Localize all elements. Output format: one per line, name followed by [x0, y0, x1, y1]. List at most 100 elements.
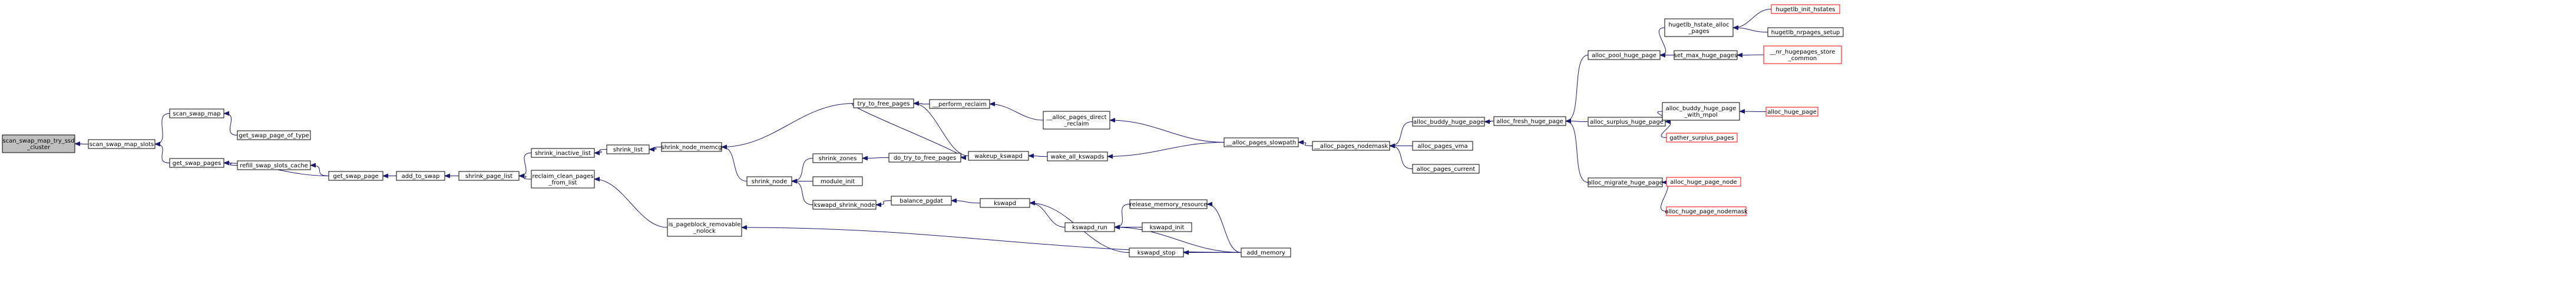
function-node---alloc-pages-slowpath[interactable]: __alloc_pages_slowpath: [1223, 137, 1299, 147]
function-node---nr-hugepages-store-common[interactable]: __nr_hugepages_store_common: [1763, 45, 1842, 64]
node-box: [812, 153, 863, 163]
function-node-hugetlb-init-hstates[interactable]: hugetlb_init_hstates: [1771, 4, 1840, 14]
node-label: gather_surplus_pages: [1669, 135, 1734, 141]
node-box: [891, 196, 952, 206]
function-node-balance-pgdat[interactable]: balance_pgdat: [891, 196, 952, 206]
function-node-shrink-inactive-list[interactable]: shrink_inactive_list: [531, 148, 595, 158]
function-node-module-init[interactable]: module_init: [812, 176, 863, 186]
node-box: [1666, 133, 1738, 143]
node-label-line: kswapd_stop: [1137, 250, 1176, 256]
node-box: [1412, 164, 1480, 174]
function-node-get-swap-page-of-type[interactable]: get_swap_page_of_type: [237, 130, 311, 140]
function-node-wakeup-kswapd[interactable]: wakeup_kswapd: [968, 151, 1029, 161]
node-label: get_swap_page: [333, 173, 378, 180]
function-node-wake-all-kswapds[interactable]: wake_all_kswapds: [1047, 151, 1108, 161]
edges-layer: [74, 9, 1772, 255]
function-node-kswapd-init[interactable]: kswapd_init: [1142, 222, 1192, 232]
node-label: __alloc_pages_direct_reclaim: [1046, 114, 1106, 127]
edge-line: [594, 149, 607, 156]
node-box: [968, 151, 1029, 161]
function-node---alloc-pages-direct-reclaim[interactable]: __alloc_pages_direct_reclaim: [1043, 111, 1110, 130]
node-box: [237, 160, 311, 170]
node-box: [1674, 50, 1738, 60]
call-edge: [223, 111, 238, 136]
edge-line: [310, 163, 329, 176]
function-node-get-swap-pages[interactable]: get_swap_pages: [169, 158, 224, 168]
function-node-kswapd-shrink-node[interactable]: kswapd_shrink_node: [812, 200, 877, 210]
function-node---perform-reclaim[interactable]: __perform_reclaim: [929, 99, 990, 109]
function-node-alloc-pages-current[interactable]: alloc_pages_current: [1412, 164, 1480, 174]
function-node-reclaim-clean-pages-from-list[interactable]: reclaim_clean_pages_from_list: [531, 170, 595, 189]
function-node-hugetlb-nrpages-setup[interactable]: hugetlb_nrpages_setup: [1767, 27, 1844, 37]
node-label: shrink_node: [752, 179, 788, 185]
edge-line: [791, 158, 814, 184]
function-node-kswapd-stop[interactable]: kswapd_stop: [1129, 247, 1184, 258]
function-node-scan-swap-map-slots[interactable]: scan_swap_map_slots: [88, 139, 156, 149]
node-label-line: reclaim_clean_pages: [532, 173, 593, 180]
node-label-line: __alloc_pages_slowpath: [1226, 140, 1297, 146]
function-node-shrink-node-memcg[interactable]: shrink_node_memcg: [661, 142, 722, 152]
node-label-line: kswapd_shrink_node: [814, 202, 875, 209]
function-node-set-max-huge-pages[interactable]: set_max_huge_pages: [1674, 50, 1738, 60]
edge-line: [721, 144, 748, 181]
function-node-kswapd[interactable]: kswapd: [980, 198, 1030, 208]
function-node-alloc-pages-vma[interactable]: alloc_pages_vma: [1412, 141, 1473, 151]
function-node-do-try-to-free-pages[interactable]: do_try_to_free_pages: [888, 153, 961, 163]
function-node-alloc-migrate-huge-page[interactable]: alloc_migrate_huge_page: [1588, 177, 1663, 187]
function-node-shrink-zones[interactable]: shrink_zones: [812, 153, 863, 163]
function-node-add-memory[interactable]: add_memory: [1241, 247, 1291, 258]
function-node-shrink-list[interactable]: shrink_list: [606, 144, 650, 154]
function-node-kswapd-run[interactable]: kswapd_run: [1064, 222, 1115, 232]
node-label-line: shrink_node_memcg: [661, 144, 722, 151]
nodes-layer: scan_swap_map_try_ssd_cluster scan_swap_m…: [2, 4, 1844, 258]
node-label: shrink_node_memcg: [661, 144, 722, 151]
function-node-alloc-huge-page-node[interactable]: alloc_huge_page_node: [1666, 177, 1741, 187]
function-node-alloc-huge-page-nodemask[interactable]: alloc_huge_page_nodemask: [1665, 206, 1748, 216]
node-box: [1064, 222, 1115, 232]
node-box: [2, 134, 75, 153]
function-node-alloc-surplus-huge-page[interactable]: alloc_surplus_huge_page: [1588, 117, 1666, 127]
edge-line: [223, 111, 238, 136]
function-node---alloc-pages-nodemask[interactable]: __alloc_pages_nodemask: [1312, 141, 1390, 151]
function-node-scan-swap-map-try-ssd-cluster[interactable]: scan_swap_map_try_ssd_cluster: [2, 134, 75, 153]
node-label-line: _cluster: [27, 144, 51, 151]
function-node-shrink-page-list[interactable]: shrink_page_list: [458, 171, 520, 181]
node-label-line: alloc_pool_huge_page: [1592, 52, 1656, 59]
node-label: get_swap_pages: [173, 160, 221, 167]
node-label-line: __alloc_pages_direct: [1046, 114, 1106, 121]
function-node-add-to-swap[interactable]: add_to_swap: [396, 171, 445, 181]
node-box: [667, 218, 742, 237]
node-box: [1662, 102, 1740, 121]
function-node-try-to-free-pages[interactable]: try_to_free_pages: [853, 98, 914, 108]
call-edge: [1732, 25, 1768, 32]
node-box: [169, 158, 224, 168]
node-label: shrink_page_list: [465, 173, 512, 180]
function-node-release-memory-resource[interactable]: release_memory_resource: [1129, 199, 1208, 209]
node-label-line: __perform_reclaim: [932, 101, 987, 108]
function-node-alloc-huge-page[interactable]: alloc_huge_page: [1765, 107, 1818, 117]
node-label-line: add_to_swap: [402, 173, 440, 180]
function-node-get-swap-page[interactable]: get_swap_page: [328, 171, 383, 181]
node-label: alloc_huge_page_node: [1670, 179, 1737, 186]
node-label-line: _with_mpol: [1684, 112, 1717, 118]
function-node-scan-swap-map[interactable]: scan_swap_map: [169, 108, 224, 118]
node-box: [1129, 247, 1184, 258]
function-node-is-pageblock-removable-nolock[interactable]: is_pageblock_removable_nolock: [667, 218, 742, 237]
function-node-gather-surplus-pages[interactable]: gather_surplus_pages: [1666, 133, 1738, 143]
node-label-line: set_max_huge_pages: [1674, 52, 1737, 59]
node-box: [812, 176, 863, 186]
function-node-hugetlb-hstate-alloc-pages[interactable]: hugetlb_hstate_alloc_pages: [1664, 18, 1734, 37]
edge-line: [518, 153, 532, 179]
function-node-alloc-pool-huge-page[interactable]: alloc_pool_huge_page: [1588, 50, 1661, 60]
function-node-alloc-buddy-huge-page-with-mpol[interactable]: alloc_buddy_huge_page_with_mpol: [1662, 102, 1740, 121]
function-node-shrink-node[interactable]: shrink_node: [746, 176, 792, 186]
function-node-alloc-fresh-huge-page[interactable]: alloc_fresh_huge_page: [1493, 116, 1566, 126]
node-box: [396, 171, 445, 181]
node-label-line: shrink_node: [752, 179, 788, 185]
function-node-refill-swap-slots-cache[interactable]: refill_swap_slots_cache: [237, 160, 311, 170]
node-label: __perform_reclaim: [932, 101, 987, 108]
node-box: [606, 144, 650, 154]
call-edge: [1484, 119, 1494, 124]
node-box: [1763, 45, 1842, 64]
function-node-alloc-buddy-huge-page[interactable]: alloc_buddy_huge_page: [1412, 117, 1485, 127]
